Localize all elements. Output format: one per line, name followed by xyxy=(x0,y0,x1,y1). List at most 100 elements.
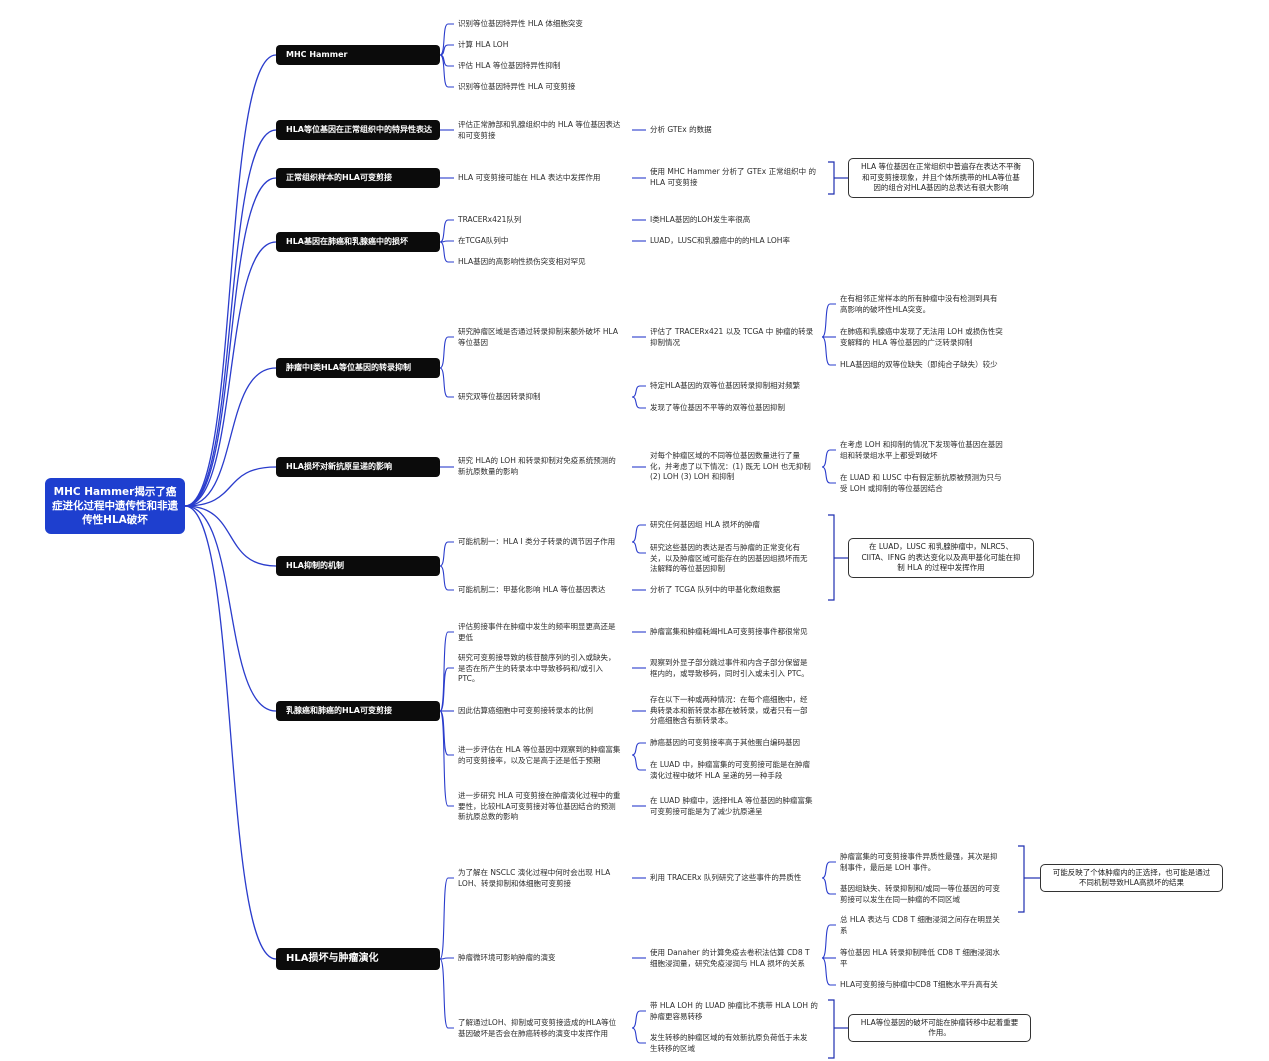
b8-item-1-child[interactable]: 肿瘤富集和肿瘤耗竭HLA可变剪接事件都很常见 xyxy=(650,627,808,636)
b9-item-2[interactable]: 肿瘤微环境可影响肿瘤的演变 xyxy=(458,953,556,962)
b5-item-2-child-2[interactable]: 发现了等位基因不平等的双等位基因抑制 xyxy=(650,403,785,412)
b7-item-1[interactable]: 可能机制一：HLA I 类分子转录的调节因子作用 xyxy=(458,537,616,546)
branch-normal-splicing[interactable]: 正常组织样本的HLA可变剪接 xyxy=(276,168,440,188)
b4-fork-1 xyxy=(439,219,454,243)
b6-fork3-2 xyxy=(821,466,836,484)
b1-item-4[interactable]: 识别等位基因特异性 HLA 可变剪接 xyxy=(458,82,576,91)
b8-fork2d-1 xyxy=(631,742,646,756)
b5-fork-1 xyxy=(439,336,454,369)
b8-item-3[interactable]: 因此估算癌细胞中可变剪接转录本的比例 xyxy=(458,706,593,715)
b9-fork-3 xyxy=(439,958,454,1029)
b9-item-2-child[interactable]: 使用 Danaher 的计算免疫去卷积法估算 CD8 T 细胞浸润量，研究免疫浸… xyxy=(650,948,810,968)
b9-summary-note-1[interactable]: 可能反映了个体肿瘤内的正选择，也可能是通过 不同机制导致HLA高损坏的结果 xyxy=(1040,864,1223,892)
b8-fork-1 xyxy=(439,631,454,712)
b4-fork-3 xyxy=(439,241,454,263)
b9-fork2c-1 xyxy=(631,1010,646,1029)
b7-fork-2 xyxy=(439,565,454,591)
b8-item-5-child[interactable]: 在 LUAD 肿瘤中，选择HLA 等位基因的肿瘤富集 可变剪接可能是为了减少抗原… xyxy=(650,796,813,816)
b6-fork3-1 xyxy=(821,449,836,468)
b7-item-2-child[interactable]: 分析了 TCGA 队列中的甲基化数组数据 xyxy=(650,585,781,594)
b8-item-4-child-1[interactable]: 肺癌基因的可变剪接率高于其他蛋白编码基因 xyxy=(650,738,800,747)
b3-item-1[interactable]: HLA 可变剪接可能在 HLA 表达中发挥作用 xyxy=(458,173,601,182)
b5-item-1[interactable]: 研究肿瘤区域是否通过转录抑制来额外破坏 HLA 等位基因 xyxy=(458,327,619,347)
b4-item-1[interactable]: TRACERx421队列 xyxy=(458,215,522,224)
b3-item-1-child[interactable]: 使用 MHC Hammer 分析了 GTEx 正常组织中 的 HLA 可变剪接 xyxy=(650,167,816,187)
b9-item-1-leaf-1[interactable]: 肿瘤富集的可变剪接事件异质性最强，其次是抑 制事件，最后是 LOH 事件。 xyxy=(840,852,998,872)
b9-fork-1 xyxy=(439,877,454,960)
b1-fork-2 xyxy=(439,44,454,56)
b8-item-4[interactable]: 进一步评估在 HLA 等位基因中观察到的肿瘤富集 的可变剪接率，以及它是高于还是… xyxy=(458,745,621,765)
b6-item-1-leaf-1[interactable]: 在考虑 LOH 和抑制的情况下发现等位基因在基因 组和转录组水平上都受到破坏 xyxy=(840,440,1003,460)
root-topic[interactable]: MHC Hammer揭示了癌症进化过程中遗传性和非遗传性HLA破坏 xyxy=(45,478,185,534)
b6-item-1[interactable]: 研究 HLA的 LOH 和转录抑制对免疫系统预测的 新抗原数量的影响 xyxy=(458,456,616,476)
b5-item-2-child-1[interactable]: 特定HLA基因的双等位基因转录抑制相对频繁 xyxy=(650,381,801,390)
b1-fork-1 xyxy=(439,23,454,56)
b4-item-2[interactable]: 在TCGA队列中 xyxy=(458,236,509,245)
b9-fork2c-2 xyxy=(631,1027,646,1044)
b5-item-1-leaf-2[interactable]: 在肺癌和乳腺癌中发现了无法用 LOH 或损伤性突 变解释的 HLA 等位基因的广… xyxy=(840,327,1003,347)
b5-item-1-child[interactable]: 评估了 TRACERx421 以及 TCGA 中 肿瘤的转录 抑制情况 xyxy=(650,327,814,347)
b3-summary-note[interactable]: HLA 等位基因在正常组织中普遍存在表达不平衡 和可变剪接现象，并且个体所携带的… xyxy=(848,158,1034,198)
branch-tumor-evolution[interactable]: HLA损坏与肿瘤演化 xyxy=(276,948,440,970)
b9-fork3-1 xyxy=(821,861,836,879)
b9-item-2-leaf-3[interactable]: HLA可变剪接与肿瘤中CD8 T细胞水平升高有关 xyxy=(840,980,998,989)
b9-item-2-leaf-1[interactable]: 总 HLA 表达与 CD8 T 细胞浸润之间存在明显关 系 xyxy=(840,915,1000,935)
branch-alternative-splicing[interactable]: 乳腺癌和肺癌的HLA可变剪接 xyxy=(276,701,440,721)
b5-item-2[interactable]: 研究双等位基因转录抑制 xyxy=(458,392,541,401)
b1-fork-4 xyxy=(439,54,454,88)
branch-normal-tissue-expression[interactable]: HLA等位基因在正常组织中的特异性表达 xyxy=(276,120,440,140)
b6-item-1-child[interactable]: 对每个肿瘤区域的不同等位基因数量进行了量 化，并考虑了以下情况：(1) 既无 L… xyxy=(650,451,811,481)
b7-item-1-child-2[interactable]: 研究这些基因的表达是否与肿瘤的正常变化有 关，以及肿瘤区域可能存在的因基因组损坏… xyxy=(650,543,808,573)
b9-fork3b-1 xyxy=(821,924,836,959)
b7-fork2a-2 xyxy=(631,541,646,554)
b6-item-1-leaf-2[interactable]: 在 LUAD 和 LUSC 中有假定新抗原被预测为只与 受 LOH 或抑制的等位… xyxy=(840,473,1002,493)
b7-fork2a-1 xyxy=(631,524,646,543)
b9-item-3[interactable]: 了解通过LOH、抑制或可变剪接造成的HLA等位 基因破坏是否会在肺癌转移的演变中… xyxy=(458,1018,617,1038)
b4-item-1-child[interactable]: I类HLA基因的LOH发生率很高 xyxy=(650,215,751,224)
b8-item-2-child[interactable]: 观察到外显子部分跳过事件和内含子部分保留是 框内的，或导致移码，同时引入或未引入… xyxy=(650,658,809,678)
b5-fork2b-1 xyxy=(631,385,646,398)
branch-mhc-hammer[interactable]: MHC Hammer xyxy=(276,45,440,65)
b9-item-1-leaf-2[interactable]: 基因组缺失、转录抑制和/或同一等位基因的可变 剪接可以发生在同一肿瘤的不同区域 xyxy=(840,884,1001,904)
branch-neoantigen-impact[interactable]: HLA损坏对新抗原呈递的影响 xyxy=(276,457,440,477)
branch-transcriptional-repression[interactable]: 肿瘤中I类HLA等位基因的转录抑制 xyxy=(276,358,440,378)
b9-item-1-child[interactable]: 利用 TRACERx 队列研究了这些事件的异质性 xyxy=(650,873,802,882)
b8-fork-5 xyxy=(439,710,454,807)
b9-summary-note-2[interactable]: HLA等位基因的破坏可能在肿瘤转移中起着重要 作用。 xyxy=(848,1014,1031,1042)
root-connector-1 xyxy=(184,54,277,507)
b7-item-1-child-1[interactable]: 研究任何基因组 HLA 损坏的肿瘤 xyxy=(650,520,760,529)
branch-hla-damage[interactable]: HLA基因在肺癌和乳腺癌中的损坏 xyxy=(276,232,440,252)
b7-item-2[interactable]: 可能机制二：甲基化影响 HLA 等位基因表达 xyxy=(458,585,606,594)
b3-bracket xyxy=(828,161,835,195)
b2-item-1[interactable]: 评估正常肺部和乳腺组织中的 HLA 等位基因表达 和可变剪接 xyxy=(458,120,621,140)
b5-item-1-leaf-3[interactable]: HLA基因组的双等位缺失（即纯合子缺失）较少 xyxy=(840,360,998,369)
b1-item-1[interactable]: 识别等位基因特异性 HLA 体细胞突变 xyxy=(458,19,583,28)
b8-item-4-child-2[interactable]: 在 LUAD 中，肿瘤富集的可变剪接可能是在肿瘤 演化过程中破坏 HLA 呈递的… xyxy=(650,760,810,780)
b9-item-1[interactable]: 为了解在 NSCLC 演化过程中何时会出现 HLA LOH、转录抑制和体细胞可变… xyxy=(458,868,611,888)
b4-item-3[interactable]: HLA基因的高影响性损伤突变相对罕见 xyxy=(458,257,586,266)
b8-fork-2 xyxy=(439,667,454,712)
root-connector-8 xyxy=(184,505,277,712)
b5-fork2b-2 xyxy=(631,396,646,409)
b9-item-2-leaf-2[interactable]: 等位基因 HLA 转录抑制降低 CD8 T 细胞浸润水 平 xyxy=(840,948,1000,968)
b9-item-3-child-1[interactable]: 带 HLA LOH 的 LUAD 肿瘤比不携带 HLA LOH 的 肿瘤更容易转… xyxy=(650,1001,818,1021)
b4-item-2-child[interactable]: LUAD，LUSC和乳腺癌中的的HLA LOH率 xyxy=(650,236,790,245)
b9-item-3-child-2[interactable]: 发生转移的肿瘤区域的有效新抗原负荷低于未发 生转移的区域 xyxy=(650,1033,808,1053)
b8-item-1[interactable]: 评估剪接事件在肿瘤中发生的频率明显更高还是 更低 xyxy=(458,622,616,642)
b2-item-1-child[interactable]: 分析 GTEx 的数据 xyxy=(650,125,712,134)
b5-item-1-leaf-1[interactable]: 在有相邻正常样本的所有肿瘤中没有检测到具有 高影响的破坏性HLA突变。 xyxy=(840,294,998,314)
b8-item-2[interactable]: 研究可变剪接导致的核苷酸序列的引入或缺失， 是否在所产生的转录本中导致移码和/或… xyxy=(458,653,616,683)
b5-fork3-1 xyxy=(821,303,836,338)
b5-fork3-3 xyxy=(821,336,836,366)
b9-fork3b-3 xyxy=(821,957,836,986)
b1-item-3[interactable]: 评估 HLA 等位基因特异性抑制 xyxy=(458,61,561,70)
root-connector-4 xyxy=(184,241,277,507)
root-connector-2 xyxy=(184,129,277,507)
b8-item-3-child[interactable]: 存在以下一种或两种情况：在每个癌细胞中，经 典转录本和新转录本都在被转录，或者只… xyxy=(650,695,808,725)
b9-bracket-1 xyxy=(1018,845,1025,913)
b7-summary-note[interactable]: 在 LUAD，LUSC 和乳腺肿瘤中，NLRC5、 CIITA、IFNG 的表达… xyxy=(848,538,1034,578)
branch-repression-mechanism[interactable]: HLA抑制的机制 xyxy=(276,556,440,576)
b1-item-2[interactable]: 计算 HLA LOH xyxy=(458,40,509,49)
b8-item-5[interactable]: 进一步研究 HLA 可变剪接在肿瘤演化过程中的重 要性，比较HLA可变剪接对等位… xyxy=(458,791,621,821)
